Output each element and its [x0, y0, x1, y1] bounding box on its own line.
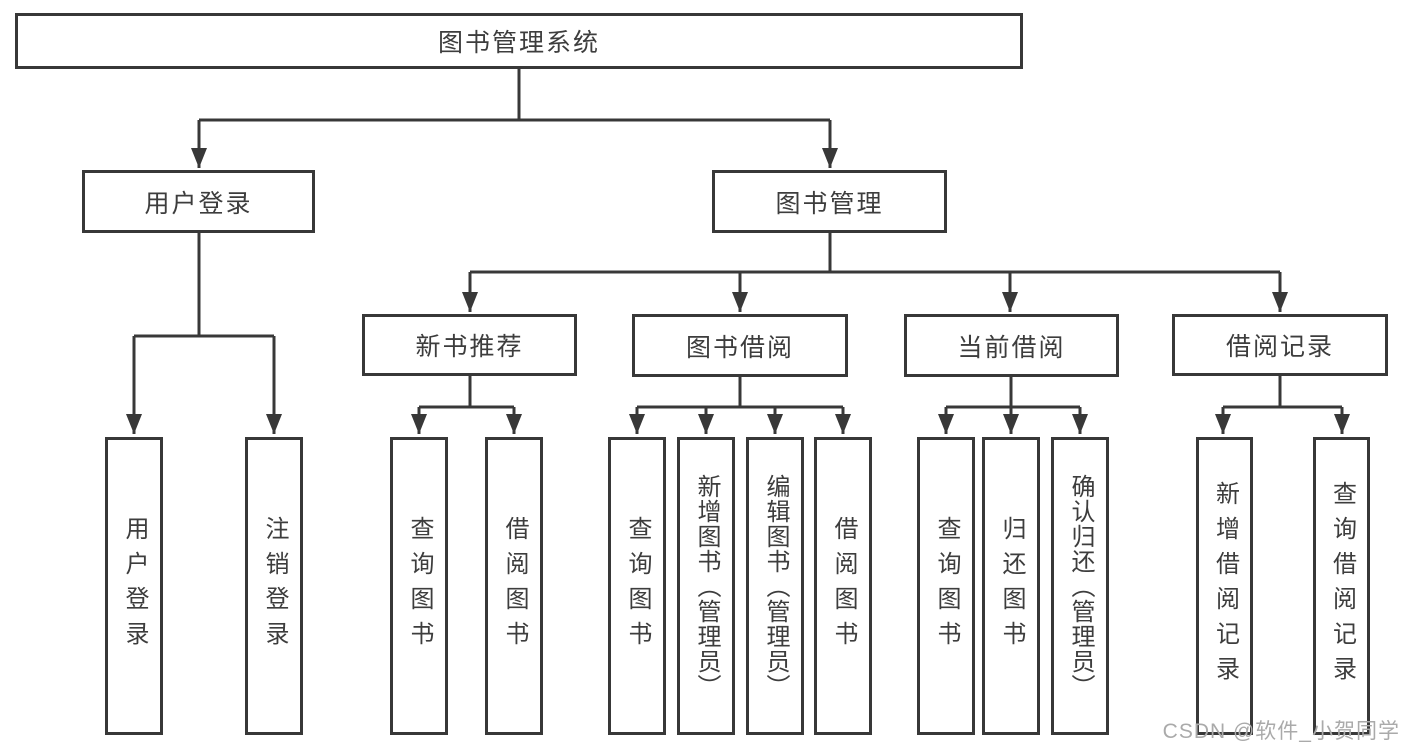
- leaf-add-book-admin: 新增图书（管理员）: [677, 437, 735, 735]
- leaf-borrow-book-label: 借阅图书: [830, 516, 857, 656]
- leaf-edit-book-admin-label: 编辑图书（管理员）: [762, 473, 789, 699]
- watermark: CSDN @软件_小贺同学: [1162, 720, 1400, 743]
- node-user-login-label: 用户登录: [144, 189, 253, 218]
- leaf-query-borrow-record-label: 查询借阅记录: [1328, 481, 1356, 691]
- leaf-current-query-book-label: 查询图书: [933, 516, 960, 656]
- node-new-book-recommend: 新书推荐: [362, 314, 577, 376]
- leaf-query-borrow-record: 查询借阅记录: [1313, 437, 1370, 735]
- leaf-logout-label: 注销登录: [261, 516, 288, 656]
- leaf-borrow-query-book: 查询图书: [608, 437, 666, 735]
- leaf-add-borrow-record: 新增借阅记录: [1196, 437, 1253, 735]
- leaf-confirm-return-admin: 确认归还（管理员）: [1051, 437, 1109, 735]
- leaf-borrow-book: 借阅图书: [814, 437, 872, 735]
- node-current-borrow: 当前借阅: [904, 314, 1119, 377]
- node-book-borrow: 图书借阅: [632, 314, 848, 377]
- leaf-recommend-borrow-book: 借阅图书: [485, 437, 543, 735]
- leaf-current-query-book: 查询图书: [917, 437, 975, 735]
- leaf-add-borrow-record-label: 新增借阅记录: [1211, 481, 1239, 691]
- node-current-borrow-label: 当前借阅: [957, 333, 1066, 362]
- leaf-add-book-admin-label: 新增图书（管理员）: [693, 473, 720, 699]
- node-root-label: 图书管理系统: [437, 29, 600, 57]
- node-book-management-label: 图书管理: [775, 189, 884, 218]
- node-book-borrow-label: 图书借阅: [685, 333, 794, 362]
- leaf-confirm-return-admin-label: 确认归还（管理员）: [1067, 473, 1094, 699]
- node-new-book-recommend-label: 新书推荐: [415, 333, 524, 361]
- leaf-edit-book-admin: 编辑图书（管理员）: [746, 437, 804, 735]
- node-book-management: 图书管理: [712, 170, 947, 233]
- leaf-return-book: 归还图书: [982, 437, 1040, 735]
- node-borrow-records-label: 借阅记录: [1225, 333, 1334, 361]
- leaf-return-book-label: 归还图书: [998, 516, 1025, 656]
- node-user-login: 用户登录: [82, 170, 315, 233]
- node-borrow-records: 借阅记录: [1172, 314, 1388, 376]
- leaf-recommend-query-book-label: 查询图书: [406, 516, 433, 656]
- node-root: 图书管理系统: [15, 13, 1023, 69]
- leaf-logout: 注销登录: [245, 437, 303, 735]
- leaf-recommend-borrow-book-label: 借阅图书: [501, 516, 528, 656]
- leaf-recommend-query-book: 查询图书: [390, 437, 448, 735]
- leaf-borrow-query-book-label: 查询图书: [624, 516, 651, 656]
- leaf-user-login-label: 用户登录: [121, 516, 148, 656]
- leaf-user-login: 用户登录: [105, 437, 163, 735]
